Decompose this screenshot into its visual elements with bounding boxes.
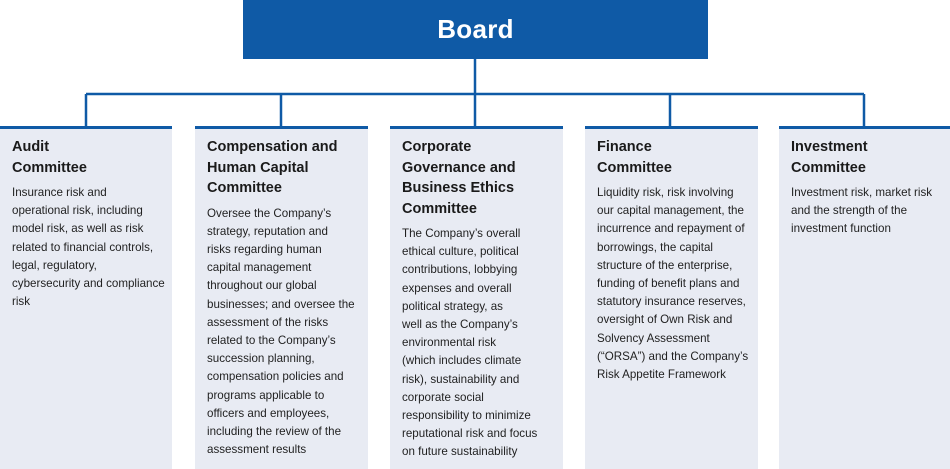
description-line: officers and employees, xyxy=(207,406,330,420)
description-line: Insurance risk and xyxy=(12,186,107,199)
description-line: statutory insurance reserves, xyxy=(597,295,746,309)
committee-title: Audit Committee xyxy=(12,137,165,178)
committee-description: Oversee the Company’s strategy, reputati… xyxy=(207,205,361,460)
description-line: Investment risk, market risk xyxy=(791,186,933,199)
description-line: risk xyxy=(12,295,31,309)
description-line: corporate social xyxy=(402,390,484,404)
description-line: assessment results xyxy=(207,443,307,457)
description-line: succession planning, xyxy=(207,352,315,366)
description-line: assessment of the risks xyxy=(207,315,329,329)
title-line: Committee xyxy=(402,200,477,217)
description-line: borrowings, the capital xyxy=(597,240,713,254)
title-line: Compensation and xyxy=(207,139,338,155)
description-line: environmental risk xyxy=(402,336,497,350)
committee-title: Finance Committee xyxy=(597,137,751,178)
description-line: (“ORSA”) and the Company’s xyxy=(597,349,749,363)
title-line: Governance and xyxy=(402,159,516,176)
title-line: Committee xyxy=(791,159,866,176)
description-line: reputational risk and focus xyxy=(402,427,538,441)
description-line: structure of the enterprise, xyxy=(597,258,733,272)
title-line: Human Capital xyxy=(207,159,309,176)
committee-description: Insurance risk and operational risk, inc… xyxy=(12,184,165,311)
board-box: Board xyxy=(243,0,708,59)
description-line: our capital management, the xyxy=(597,204,744,218)
title-line: Corporate xyxy=(402,139,472,155)
title-line: Committee xyxy=(597,159,672,176)
description-line: model risk, as well as risk xyxy=(12,222,144,236)
committee-description: Liquidity risk, risk involving our capit… xyxy=(597,184,751,384)
title-line: Audit xyxy=(12,139,50,155)
description-line: related to the Company’s xyxy=(207,333,336,347)
description-line: risk), sustainability and xyxy=(402,372,520,386)
description-line: strategy, reputation and xyxy=(207,224,328,238)
description-line: compensation policies and xyxy=(207,370,344,384)
title-line: Investment xyxy=(791,139,868,155)
committee-description: Investment risk, market risk and the str… xyxy=(791,184,943,239)
committee-card-finance: Finance Committee Liquidity risk, risk i… xyxy=(585,126,758,469)
description-line: businesses; and oversee the xyxy=(207,297,355,311)
description-line: on future sustainability xyxy=(402,445,518,459)
description-line: related to financial controls, xyxy=(12,240,154,254)
committee-card-audit: Audit Committee Insurance risk and opera… xyxy=(0,126,172,469)
committee-title: Investment Committee xyxy=(791,137,943,178)
description-line: risks regarding human xyxy=(207,242,322,256)
description-line: cybersecurity and compliance xyxy=(12,277,165,291)
description-line: well as the Company’s xyxy=(402,318,518,332)
description-line: incurrence and repayment of xyxy=(597,222,745,236)
description-line: political strategy, as xyxy=(402,299,503,313)
description-line: capital management xyxy=(207,261,312,275)
description-line: legal, regulatory, xyxy=(12,258,97,272)
committee-card-compensation: Compensation and Human Capital Committee… xyxy=(195,126,368,469)
description-line: responsibility to minimize xyxy=(402,409,531,423)
description-line: including the review of the xyxy=(207,424,342,438)
description-line: operational risk, including xyxy=(12,204,143,218)
description-line: The Company’s overall xyxy=(402,227,521,240)
description-line: programs applicable to xyxy=(207,388,325,402)
description-line: oversight of Own Risk and xyxy=(597,313,733,327)
committee-title: Compensation and Human Capital Committee xyxy=(207,137,361,199)
description-line: ethical culture, political xyxy=(402,245,519,259)
board-label: Board xyxy=(437,14,514,44)
description-line: and the strength of the xyxy=(791,204,908,218)
title-line: Business Ethics xyxy=(402,180,515,196)
title-line: Committee xyxy=(207,180,282,196)
committee-card-governance: Corporate Governance and Business Ethics… xyxy=(390,126,563,469)
title-line: Committee xyxy=(12,159,87,176)
description-line: throughout our global xyxy=(207,279,317,293)
committee-card-investment: Investment Committee Investment risk, ma… xyxy=(779,126,950,469)
description-line: investment function xyxy=(791,222,891,236)
description-line: (which includes climate xyxy=(402,354,522,368)
description-line: expenses and overall xyxy=(402,281,512,295)
title-line: Finance xyxy=(597,139,652,155)
committee-title: Corporate Governance and Business Ethics… xyxy=(402,137,556,219)
description-line: Oversee the Company’s xyxy=(207,206,332,220)
description-line: funding of benefit plans and xyxy=(597,277,740,291)
description-line: Risk Appetite Framework xyxy=(597,368,726,382)
committee-description: The Company’s overall ethical culture, p… xyxy=(402,225,556,462)
description-line: Solvency Assessment xyxy=(597,331,710,345)
description-line: contributions, lobbying xyxy=(402,263,518,277)
description-line: Liquidity risk, risk involving xyxy=(597,186,734,199)
